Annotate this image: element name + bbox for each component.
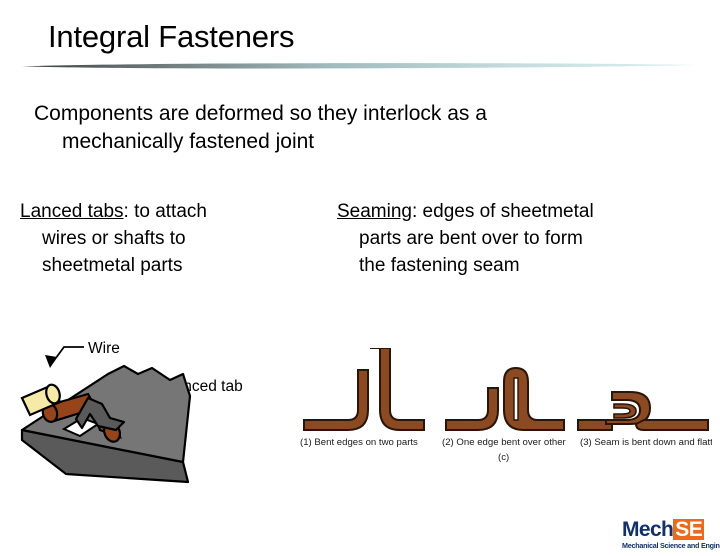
lanced-tabs-description: Lanced tabs: to attach wires or shafts t… xyxy=(20,198,290,279)
seam-caption-3: (3) Seam is bent down and flattened. xyxy=(580,437,712,448)
lanced-tabs-line-3: sheetmetal parts xyxy=(42,255,183,276)
mechse-logo-tagline: Mechanical Science and Engineering xyxy=(622,541,720,550)
seam-caption-1: (1) Bent edges on two parts xyxy=(300,437,418,448)
lead-line-1: Components are deformed so they interloc… xyxy=(34,102,487,125)
seaming-description: Seaming: edges of sheetmetal parts are b… xyxy=(337,198,707,279)
lanced-tab-figure: Wire Lanced tab xyxy=(20,340,243,484)
lanced-tabs-colon: : xyxy=(123,201,129,222)
lanced-tabs-line-1: to attach xyxy=(128,201,207,222)
seaming-term: Seaming xyxy=(337,201,412,222)
title-divider-rule xyxy=(22,63,698,69)
seaming-colon: : xyxy=(412,201,418,222)
seam-stage-2-shape xyxy=(445,366,565,431)
seaming-figure: (1) Bent edges on two parts (2) One edge… xyxy=(300,348,712,463)
seaming-line-1: edges of sheetmetal xyxy=(417,201,594,222)
wire-label: Wire xyxy=(88,340,120,357)
mechse-logo-se-badge: SE xyxy=(673,518,705,541)
mechse-logo-wordmark: Mech SE xyxy=(622,518,718,540)
lanced-tabs-term: Lanced tabs xyxy=(20,201,124,222)
wire-insulation xyxy=(20,383,62,417)
mechse-logo: Mech SE Mechanical Science and Engineeri… xyxy=(622,518,720,552)
mechse-logo-mech-text: Mech xyxy=(622,518,674,541)
seam-sub-caption: (c) xyxy=(498,452,509,463)
lanced-tabs-line-2: wires or shafts to xyxy=(42,228,186,249)
seaming-line-3: the fastening seam xyxy=(359,255,520,276)
lanced-tab-shape xyxy=(74,396,126,432)
lead-line-2: mechanically fastened joint xyxy=(62,130,315,153)
page-title: Integral Fasteners xyxy=(48,19,295,54)
seam-stage-1-shape xyxy=(303,348,425,431)
seaming-line-2: parts are bent over to form xyxy=(359,228,583,249)
wire-leader-line xyxy=(45,346,84,368)
seam-stage-3-shape xyxy=(577,391,709,431)
seam-caption-2: (2) One edge bent over other xyxy=(442,437,567,448)
lead-paragraph: Components are deformed so they interloc… xyxy=(34,100,674,156)
